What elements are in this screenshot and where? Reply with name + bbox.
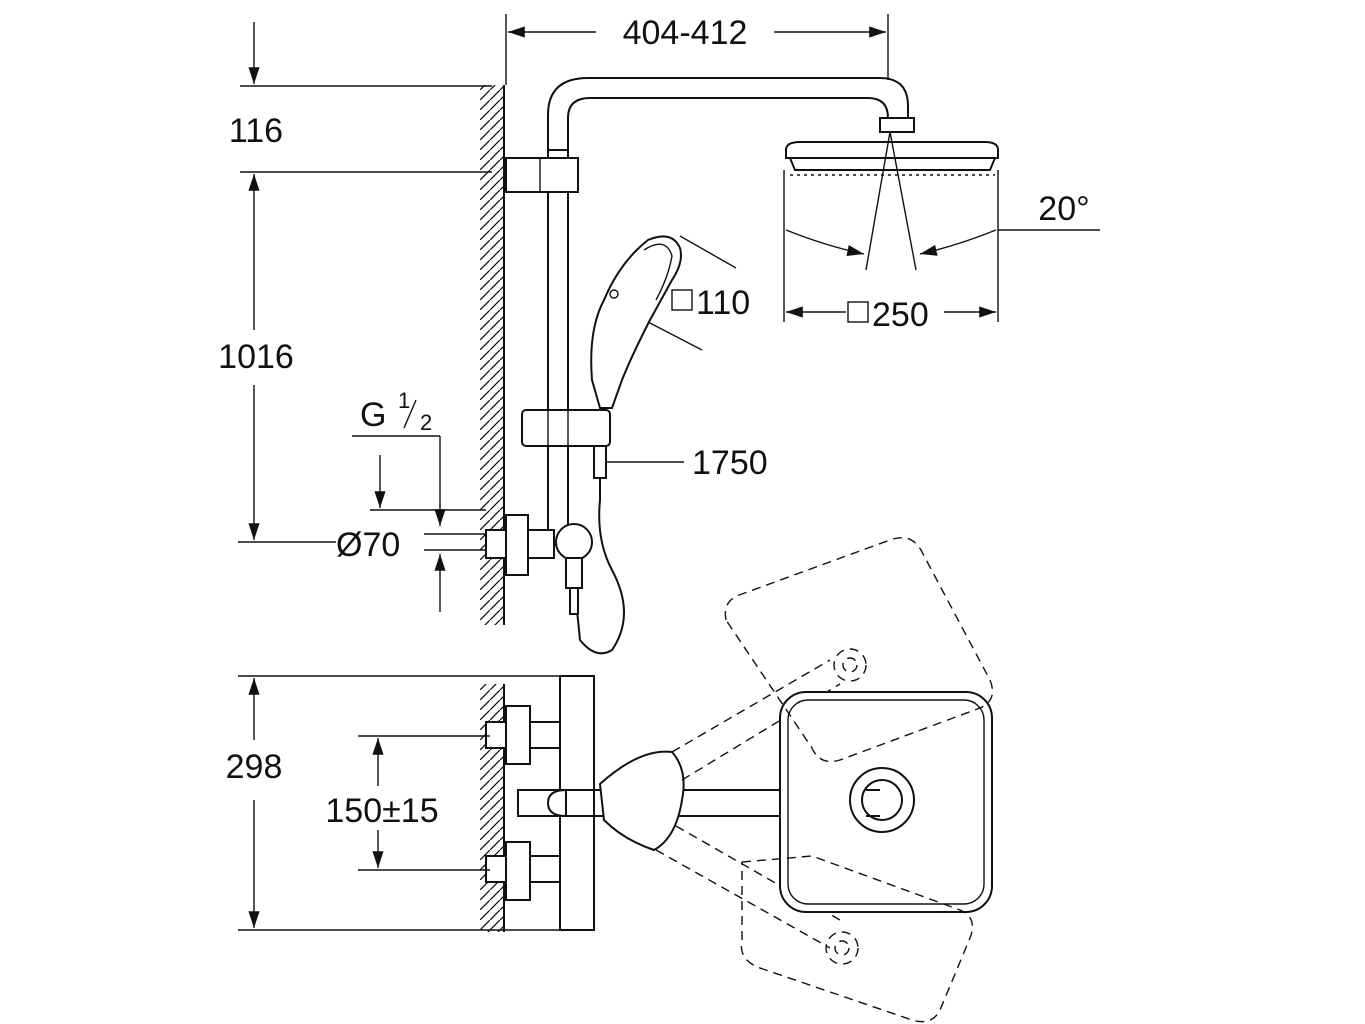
head-shower — [785, 117, 999, 176]
dim-arm-reach: 404-412 — [623, 14, 748, 52]
mixer-body-front — [485, 514, 593, 615]
dim-thread-num: 1 — [398, 388, 410, 413]
dim-rail-height: 1016 — [218, 338, 294, 376]
dim-head-angle: 20° — [1038, 190, 1089, 228]
dim-thread-den: 2 — [420, 410, 432, 435]
head-shower-swing-lower — [740, 855, 974, 1023]
dim-outlet-diameter: Ø70 — [336, 526, 400, 564]
wall-bracket-top — [505, 157, 579, 193]
slider-holder — [521, 409, 611, 479]
thermostat-mixer-top — [485, 675, 595, 931]
dim-top-offset: 116 — [229, 112, 283, 150]
front-view: 404-412 116 1016 20° 110 250 1750 G 1 — [218, 14, 1100, 655]
shower-arm — [547, 77, 909, 160]
dim-hose-length: 1750 — [692, 444, 768, 482]
hand-shower-top — [598, 750, 685, 852]
dim-thread-size: G — [360, 396, 386, 434]
dim-hand-shower-size: 110 — [696, 284, 750, 322]
shower-hose — [575, 478, 625, 655]
dim-inlet-spacing: 150±15 — [325, 792, 438, 830]
hand-shower — [590, 235, 737, 409]
top-view: 298 150±15 — [226, 537, 994, 1023]
riser-rail — [547, 149, 569, 546]
dim-depth: 298 — [226, 748, 283, 786]
head-shower-top — [779, 691, 993, 913]
dim-head-shower-size: 250 — [872, 296, 929, 334]
